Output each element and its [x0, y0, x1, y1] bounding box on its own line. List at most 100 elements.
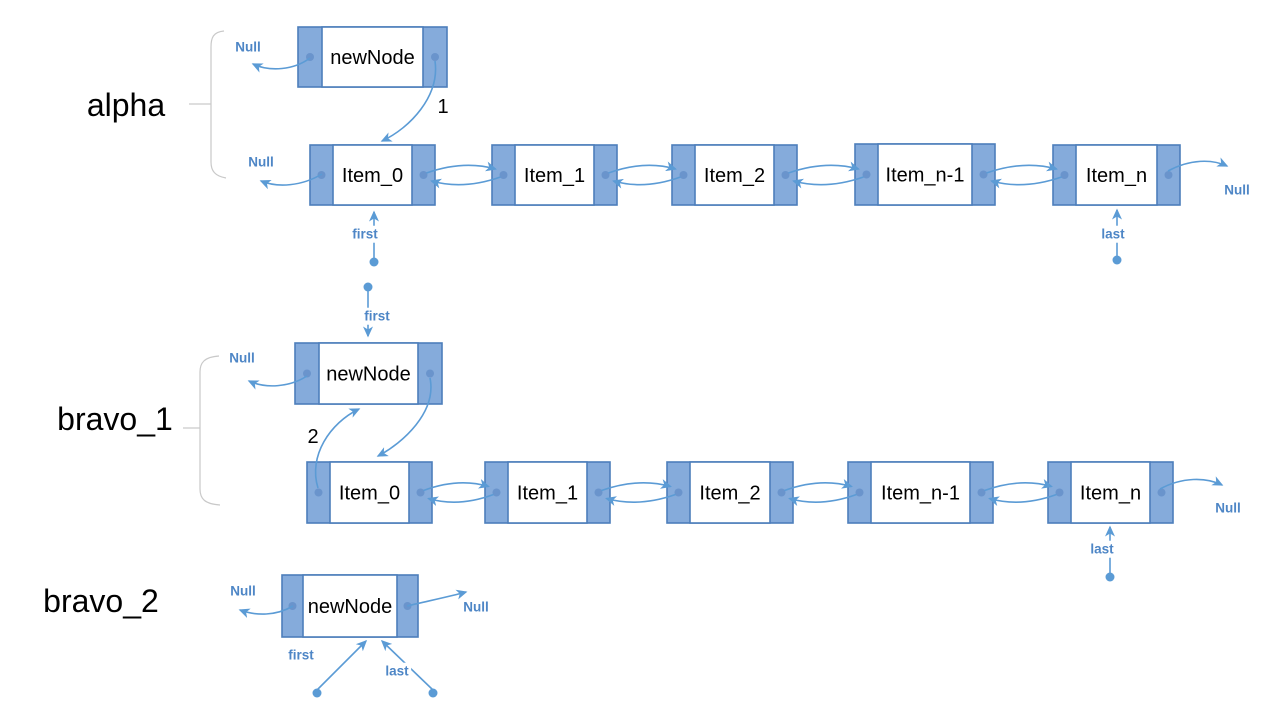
pointer-origin-dot-bravo2-first-origin [312, 688, 322, 698]
next-pointer-dot [1164, 171, 1173, 179]
section-label-bravo_1: bravo_1 [57, 401, 173, 437]
pointer-label-last-alpha: last [1101, 227, 1125, 242]
next-pointer-dot [601, 171, 610, 179]
next-link-arrow-alpha-link-n1-n [986, 161, 1058, 174]
next-pointer-dot [781, 171, 790, 179]
pointer-label-first-alpha: first [352, 227, 378, 242]
section-brace-bravo_1 [199, 355, 221, 506]
prev-link-arrow-alpha-link-n1-n [990, 176, 1062, 189]
section-label-alpha: alpha [87, 87, 166, 123]
node-bravo2-newnode: newNode [281, 574, 419, 638]
pointer-origin-dot-alpha-first-origin [369, 257, 379, 267]
node-value-area [870, 461, 971, 524]
prev-link-arrow-alpha-link-0-1 [430, 176, 501, 189]
next-link-arrow-alpha-link-0-1 [426, 161, 497, 174]
next-pointer-dot [594, 488, 603, 497]
prev-pointer-dot [679, 171, 688, 179]
prev-link-arrow-alpha-link-1-2 [612, 176, 681, 189]
prev-pointer-dot [499, 171, 508, 179]
node-value-area [689, 461, 771, 524]
prev-link-arrow-bravo1-link-1-2 [605, 493, 676, 506]
prev-pointer-dot [303, 369, 311, 378]
node-label: Item_0 [339, 483, 400, 505]
prev-link-arrow-bravo1-link-0-1 [427, 493, 494, 507]
node-label: newNode [330, 47, 415, 69]
pointer-label-null-bravo2-right: Null [463, 600, 489, 615]
node-alpha-item-n: Item_n [1052, 144, 1181, 206]
next-pointer-dot [419, 171, 428, 179]
next-link-arrow-bravo1-link-0-1 [423, 478, 490, 492]
prev-pointer-dot [1060, 171, 1069, 179]
node-value-area [877, 143, 973, 206]
pointer-label-null-bravo1-newnode: Null [229, 351, 255, 366]
prev-link-arrow-bravo1-link-n1-n [988, 493, 1057, 506]
node-value-area [694, 144, 775, 206]
pointer-label-null-bravo1-itemn: Null [1215, 501, 1241, 516]
node-label: Item_n-1 [881, 483, 960, 505]
prev-pointer-dot [862, 170, 871, 179]
pointer-origin-dot-bravo2-last-origin [428, 688, 438, 698]
pointer-origin-dot-bravo1-last-origin [1105, 572, 1115, 582]
step-number-label-step-1: 1 [437, 96, 448, 118]
next-link-arrow-bravo1-link-1-2 [601, 479, 672, 492]
node-bravo1-item-1: Item_1 [484, 461, 611, 524]
node-bravo1-newnode: newNode [294, 342, 443, 405]
arrow-bravo1-newnode-next-item0 [376, 377, 432, 457]
node-label: Item_n [1080, 483, 1141, 505]
node-bravo1-item-n-1: Item_n-1 [847, 461, 994, 524]
prev-pointer-dot [855, 488, 864, 497]
node-label: Item_2 [704, 165, 765, 187]
node-value-area [329, 461, 410, 524]
pointer-label-last-bravo1: last [1090, 542, 1114, 557]
node-bravo1-item-n: Item_n [1047, 461, 1174, 524]
arrow-bravo2-first-pointer [316, 639, 368, 691]
arrow-bravo2-next-null [406, 589, 468, 607]
arrow-bravo2-prev-null [238, 605, 294, 619]
next-link-arrow-alpha-link-2-n1 [788, 161, 860, 174]
next-link-arrow-bravo1-link-n1-n [984, 479, 1053, 492]
label-bg [383, 662, 412, 680]
node-label: Item_n-1 [886, 165, 965, 187]
node-alpha-newnode: newNode [297, 26, 448, 88]
step-number-label-step-2: 2 [307, 426, 318, 448]
section-label-bravo_2: bravo_2 [43, 583, 159, 619]
prev-pointer-dot [1055, 488, 1064, 497]
label-bg [350, 225, 381, 243]
pointer-label-null-alpha-newnode: Null [235, 40, 261, 55]
prev-link-arrow-alpha-link-2-n1 [792, 176, 864, 189]
next-pointer-dot [777, 488, 786, 497]
arrow-alpha-newnode-prev-null [251, 57, 311, 73]
arrow-alpha-itemn-next-null [1167, 157, 1229, 172]
pointer-label-null-alpha-item0: Null [248, 155, 274, 170]
node-label: newNode [326, 364, 411, 386]
pointer-origin-dot-bridge-first-origin [363, 282, 373, 292]
arrow-bravo1-itemn-next-null [1159, 476, 1224, 490]
next-pointer-dot [431, 53, 439, 61]
node-label: Item_2 [699, 483, 760, 505]
next-link-arrow-bravo1-link-2-n1 [784, 479, 853, 492]
section-brace-alpha [210, 30, 227, 179]
node-alpha-item-2: Item_2 [671, 144, 798, 206]
node-alpha-item-n-1: Item_n-1 [854, 143, 996, 206]
next-pointer-dot [977, 488, 986, 497]
next-pointer-dot [426, 369, 434, 378]
node-value-area [1075, 144, 1158, 206]
node-value-area [507, 461, 588, 524]
pointer-label-first-bravo2: first [288, 648, 314, 663]
node-value-area [321, 26, 424, 88]
next-pointer-dot [979, 170, 988, 179]
node-label: Item_1 [524, 165, 585, 187]
label-bg [362, 307, 393, 325]
arrow-bravo1-item0-prev-newnode [314, 408, 361, 489]
node-alpha-item-1: Item_1 [491, 144, 618, 206]
node-bravo1-item-2: Item_2 [666, 461, 794, 524]
node-label: Item_n [1086, 165, 1147, 187]
next-pointer-dot [416, 488, 425, 497]
node-value-area [332, 144, 413, 206]
next-pointer-dot [1157, 488, 1166, 497]
prev-pointer-dot [314, 488, 323, 497]
prev-link-arrow-bravo1-link-2-n1 [788, 493, 857, 506]
node-label: Item_0 [342, 165, 403, 187]
pointer-label-null-bravo2-left: Null [230, 584, 256, 599]
